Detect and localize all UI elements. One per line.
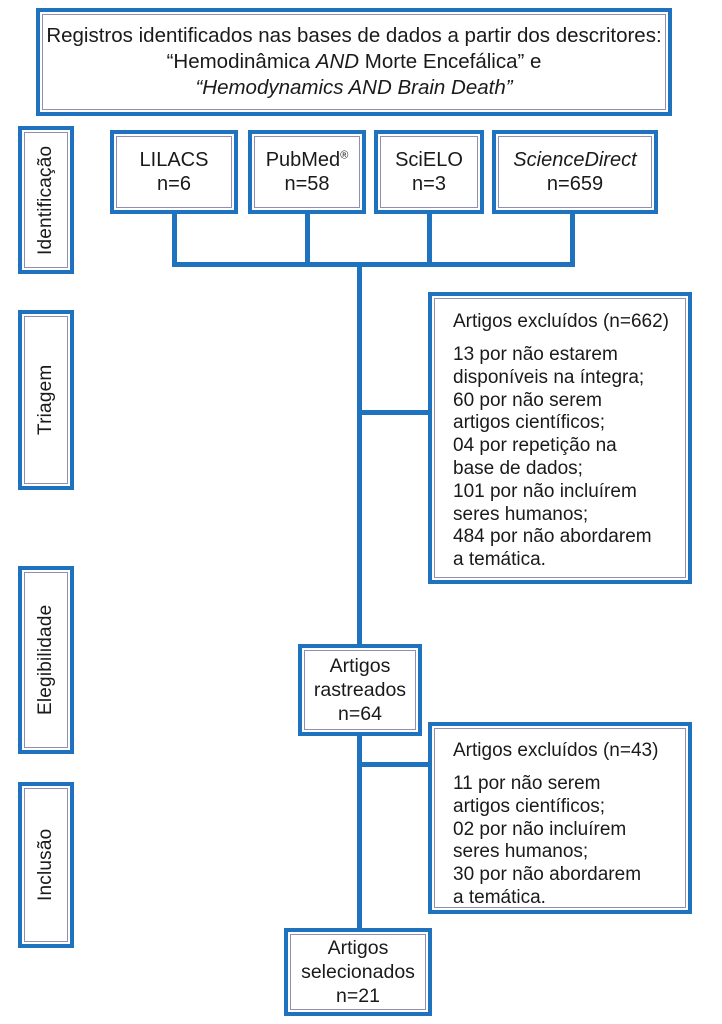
database-count-pubmed: n=58 bbox=[284, 173, 330, 195]
registered-trademark-icon: ® bbox=[340, 148, 349, 161]
database-count-lilacs: n=6 bbox=[157, 173, 191, 195]
excluded-1-reason-4-line-2: seres humanos; bbox=[453, 503, 589, 525]
selected-label-line-2: selecionados bbox=[301, 960, 415, 983]
excluded-1-reason-1-line-2: disponíveis na íntegra; bbox=[453, 366, 645, 388]
connector-sciencedirect-down bbox=[570, 214, 575, 266]
header-line-3-italic: “Hemodynamics AND Brain Death” bbox=[195, 75, 513, 99]
selected-label-line-1: Artigos bbox=[327, 936, 389, 959]
stage-label-identificacao-text: Identificação bbox=[24, 132, 68, 268]
header-line-2-and: AND bbox=[315, 50, 360, 74]
header-line-3: “Hemodynamics AND Brain Death” bbox=[195, 75, 512, 101]
excluded-1-reason-5-line-2: a temática. bbox=[453, 549, 546, 571]
stage-label-inclusao-text: Inclusão bbox=[24, 788, 68, 942]
excluded-2-reason-3-line-1: 30 por não abordarem bbox=[453, 864, 642, 886]
stage-label-elegibilidade-text: Elegibilidade bbox=[24, 572, 68, 748]
stage-label-inclusao: Inclusão bbox=[18, 782, 74, 948]
excluded-2-title: Artigos excluídos (n=43) bbox=[453, 740, 659, 761]
excluded-2-reason-1-line-1: 11 por não serem bbox=[453, 773, 601, 795]
stage-label-identificacao: Identificação bbox=[18, 126, 74, 274]
excluded-2-reason-3-line-2: a temática. bbox=[453, 887, 546, 909]
excluded-1-reason-5-line-1: 484 por não abordarem bbox=[453, 526, 652, 548]
header-box: Registros identificados nas bases de dad… bbox=[36, 8, 672, 116]
database-count-scielo: n=3 bbox=[412, 173, 446, 195]
database-name-sciencedirect: ScienceDirect bbox=[513, 148, 637, 171]
excluded-articles-box-1-text: Artigos excluídos (n=662) 13 por não est… bbox=[434, 298, 686, 578]
database-box-lilacs: LILACS n=6 bbox=[110, 130, 238, 214]
selected-articles-box-text: Artigos selecionados n=21 bbox=[290, 934, 426, 1010]
selected-count: n=21 bbox=[336, 985, 380, 1008]
database-box-pubmed-text: PubMed® n=58 bbox=[254, 136, 360, 208]
header-line-2-suffix: Morte Encefálica” e bbox=[359, 50, 542, 74]
screened-articles-box: Artigos rastreados n=64 bbox=[298, 644, 422, 736]
screened-articles-box-text: Artigos rastreados n=64 bbox=[304, 650, 416, 730]
database-box-pubmed: PubMed® n=58 bbox=[248, 130, 366, 214]
connector-sources-bus bbox=[172, 262, 575, 267]
excluded-1-reason-3-line-1: 04 por repetição na bbox=[453, 435, 617, 457]
database-box-sciencedirect: ScienceDirect n=659 bbox=[492, 130, 658, 214]
excluded-articles-box-1: Artigos excluídos (n=662) 13 por não est… bbox=[428, 292, 692, 584]
excluded-articles-box-2: Artigos excluídos (n=43) 11 por não sere… bbox=[428, 722, 692, 914]
connector-lilacs-down bbox=[172, 214, 177, 266]
database-box-sciencedirect-text: ScienceDirect n=659 bbox=[498, 136, 652, 208]
database-count-sciencedirect: n=659 bbox=[546, 173, 604, 195]
database-name-scielo: SciELO bbox=[395, 148, 463, 171]
excluded-1-reason-3-line-2: base de dados; bbox=[453, 458, 583, 480]
connector-branch-excluded-1 bbox=[357, 410, 432, 415]
excluded-1-reason-4-line-1: 101 por não incluírem bbox=[453, 480, 637, 502]
excluded-2-reason-1-line-2: artigos científicos; bbox=[453, 795, 606, 817]
excluded-1-reason-1-line-1: 13 por não estarem bbox=[453, 344, 618, 366]
database-box-scielo: SciELO n=3 bbox=[374, 130, 484, 214]
excluded-1-reason-2-line-2: artigos científicos; bbox=[453, 412, 606, 434]
database-name-pubmed-label: PubMed bbox=[265, 148, 341, 171]
excluded-articles-box-2-text: Artigos excluídos (n=43) 11 por não sere… bbox=[434, 728, 686, 908]
header-line-2: “Hemodinâmica AND Morte Encefálica” e bbox=[167, 49, 542, 75]
header-line-2-prefix: “Hemodinâmica bbox=[166, 50, 316, 74]
connector-pubmed-down bbox=[305, 214, 310, 266]
header-box-text: Registros identificados nas bases de dad… bbox=[42, 14, 666, 110]
screened-label-line-1: Artigos bbox=[329, 654, 391, 677]
database-box-lilacs-text: LILACS n=6 bbox=[116, 136, 232, 208]
screened-count: n=64 bbox=[338, 703, 382, 726]
connector-scielo-down bbox=[427, 214, 432, 266]
excluded-1-reason-2-line-1: 60 por não serem bbox=[453, 389, 602, 411]
connector-branch-excluded-2 bbox=[357, 762, 432, 767]
excluded-2-reason-2-line-2: seres humanos; bbox=[453, 841, 589, 863]
excluded-1-title: Artigos excluídos (n=662) bbox=[453, 311, 669, 332]
connector-spine-upper bbox=[357, 262, 362, 646]
stage-label-triagem: Triagem bbox=[18, 310, 74, 490]
database-name-pubmed: PubMed® bbox=[266, 148, 349, 172]
excluded-2-reason-2-line-1: 02 por não incluírem bbox=[453, 818, 627, 840]
database-box-scielo-text: SciELO n=3 bbox=[380, 136, 478, 208]
stage-label-triagem-text: Triagem bbox=[24, 316, 68, 484]
screened-label-line-2: rastreados bbox=[313, 678, 407, 701]
header-line-1: Registros identificados nas bases de dad… bbox=[46, 24, 662, 48]
stage-label-elegibilidade: Elegibilidade bbox=[18, 566, 74, 754]
selected-articles-box: Artigos selecionados n=21 bbox=[284, 928, 432, 1016]
connector-spine-lower bbox=[357, 734, 362, 930]
database-name-lilacs: LILACS bbox=[139, 148, 209, 171]
